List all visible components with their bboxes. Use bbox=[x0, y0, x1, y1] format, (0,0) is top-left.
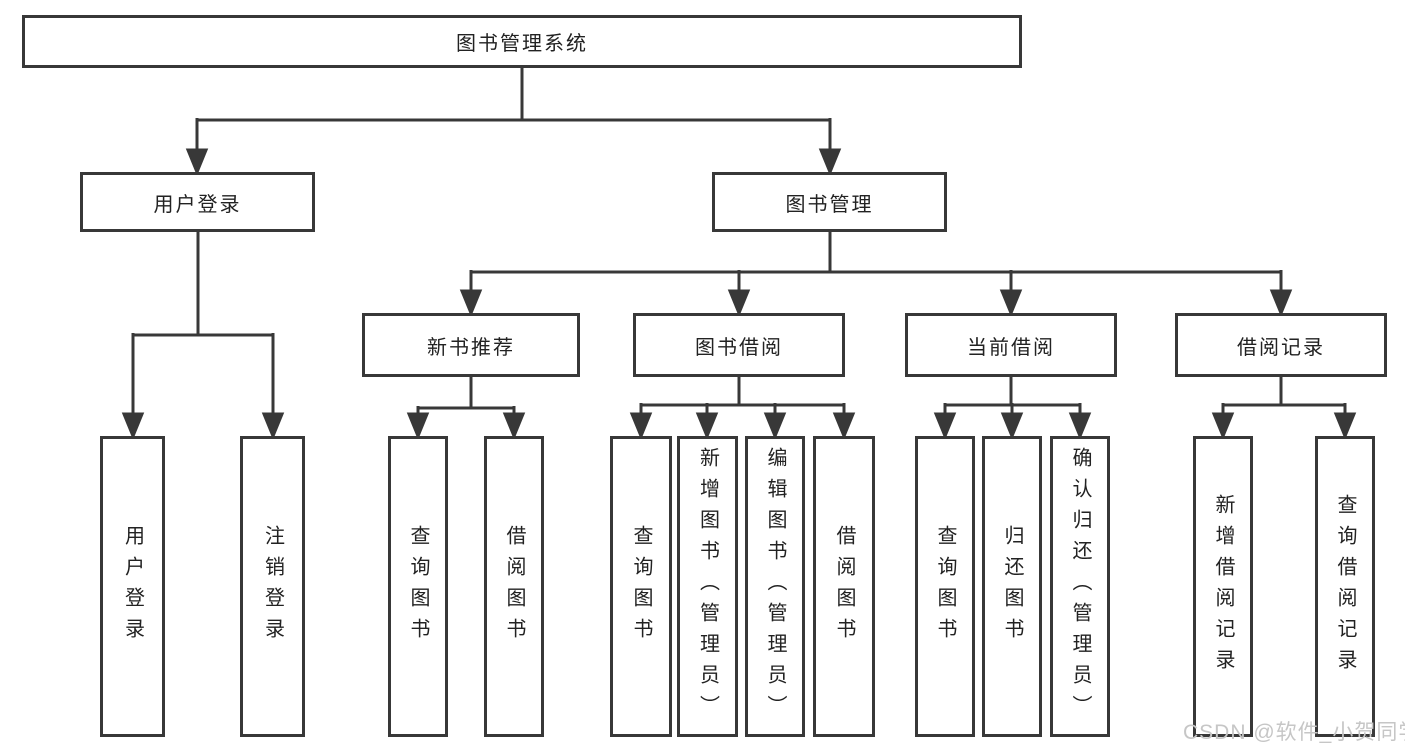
node-records-add-record: 新增借阅记录 bbox=[1193, 436, 1253, 737]
node-label: 借阅图书 bbox=[503, 524, 525, 649]
node-label: 新增图书（管理员） bbox=[696, 447, 719, 726]
node-label: 归还图书 bbox=[1001, 524, 1023, 649]
node-borrow-add-book-admin: 新增图书（管理员） bbox=[677, 436, 738, 737]
node-login: 用户登录 bbox=[100, 436, 165, 737]
node-label: 查询借阅记录 bbox=[1334, 493, 1356, 680]
node-borrow-search-book: 查询图书 bbox=[610, 436, 672, 737]
node-borrow-edit-book-admin: 编辑图书（管理员） bbox=[745, 436, 805, 737]
node-current-return-book: 归还图书 bbox=[982, 436, 1042, 737]
node-user-login-module: 用户登录 bbox=[80, 172, 315, 232]
node-label: 借阅记录 bbox=[1237, 336, 1325, 359]
node-label: 当前借阅 bbox=[967, 336, 1055, 359]
node-records-search-record: 查询借阅记录 bbox=[1315, 436, 1375, 737]
node-root-library-system: 图书管理系统 bbox=[22, 15, 1022, 68]
csdn-watermark: CSDN @软件_小贺同学 bbox=[1183, 721, 1405, 744]
node-label: 确认归还（管理员） bbox=[1069, 447, 1091, 726]
node-label: 新书推荐 bbox=[427, 336, 515, 359]
node-recommend-borrow-book: 借阅图书 bbox=[484, 436, 544, 737]
node-label: 用户登录 bbox=[153, 193, 242, 216]
node-borrow-records: 借阅记录 bbox=[1175, 313, 1387, 377]
node-book-management-module: 图书管理 bbox=[712, 172, 947, 232]
node-label: 查询图书 bbox=[407, 524, 429, 649]
node-label: 图书管理 bbox=[785, 193, 874, 216]
node-label: 查询图书 bbox=[934, 524, 956, 649]
node-label: 图书管理系统 bbox=[456, 33, 588, 55]
node-book-borrow: 图书借阅 bbox=[633, 313, 845, 377]
node-label: 编辑图书（管理员） bbox=[764, 447, 786, 726]
node-label: 注销登录 bbox=[261, 524, 284, 649]
node-label: 新增借阅记录 bbox=[1212, 493, 1234, 680]
node-borrow-borrow-book: 借阅图书 bbox=[813, 436, 875, 737]
node-label: 查询图书 bbox=[630, 524, 652, 649]
node-current-borrow: 当前借阅 bbox=[905, 313, 1117, 377]
node-logout: 注销登录 bbox=[240, 436, 305, 737]
node-current-search-book: 查询图书 bbox=[915, 436, 975, 737]
node-recommend-search-book: 查询图书 bbox=[388, 436, 448, 737]
node-label: 用户登录 bbox=[121, 524, 144, 649]
node-current-confirm-return-admin: 确认归还（管理员） bbox=[1050, 436, 1110, 737]
node-label: 借阅图书 bbox=[833, 524, 855, 649]
node-new-book-recommend: 新书推荐 bbox=[362, 313, 580, 377]
node-label: 图书借阅 bbox=[695, 336, 783, 359]
